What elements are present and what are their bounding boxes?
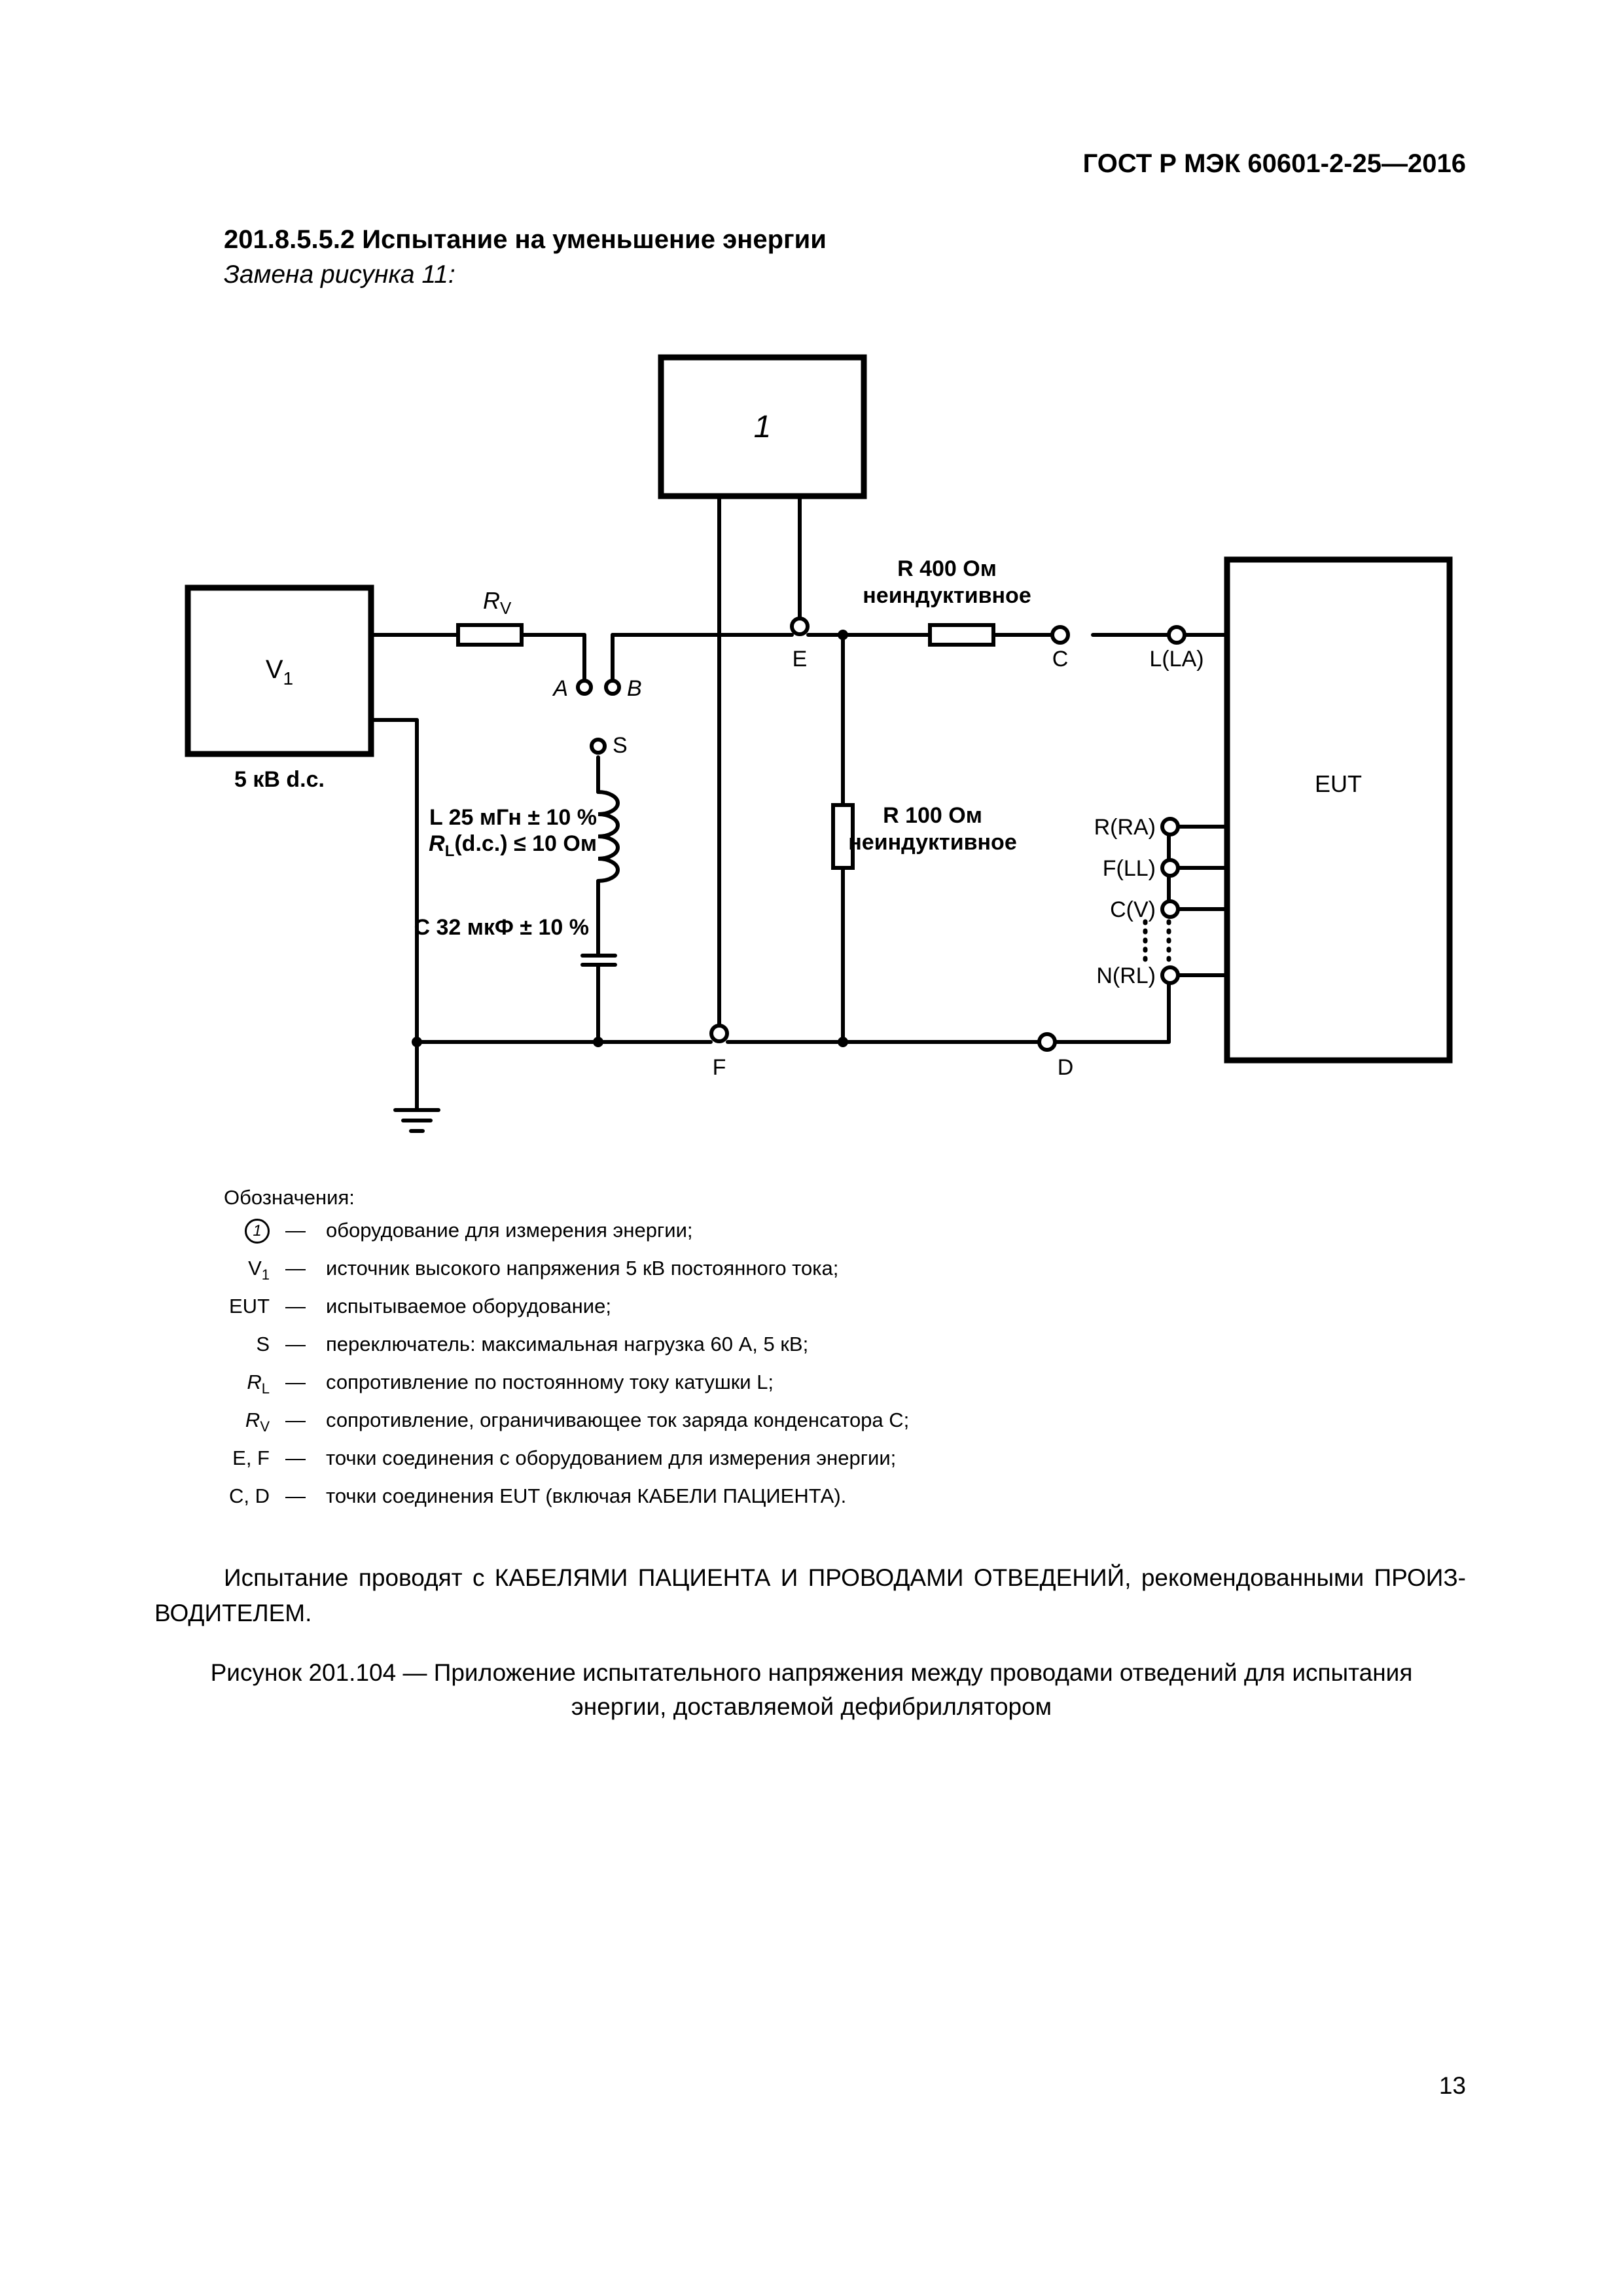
inductor-label-1: L 25 мГн ± 10 % <box>429 805 597 830</box>
terminal-d <box>1037 1032 1057 1052</box>
legend-item: RL — сопротивление по постоянному току кат… <box>0 1371 1623 1397</box>
terminal-rl <box>1160 965 1180 985</box>
section-subtitle: Замена рисунка 11: <box>224 260 455 289</box>
legend-text: сопротивление по постоянному току катушк… <box>326 1371 774 1393</box>
node-d-label: D <box>1058 1055 1074 1080</box>
r400-resistor <box>928 623 995 647</box>
legend-dash: — <box>285 1257 306 1280</box>
rv-resistor <box>456 623 524 647</box>
terminal-ll <box>1160 858 1180 878</box>
lead-v-label: C(V) <box>1110 897 1156 922</box>
r400-label-1: R 400 Ом <box>897 556 997 581</box>
lead-ra-label: R(RA) <box>1094 815 1156 840</box>
legend-symbol: S <box>256 1333 270 1355</box>
legend-dash: — <box>285 1371 306 1393</box>
junction-dot <box>593 1037 603 1047</box>
figure-caption-line-2: энергии, доставляемой дефибриллятором <box>571 1693 1052 1720</box>
switch-a-label: A <box>552 676 568 701</box>
node-e-label: E <box>793 647 808 672</box>
energy-meter-box <box>658 354 867 499</box>
legend-item: S — переключатель: максимальная нагрузка 6… <box>0 1333 1623 1359</box>
switch-b-label: B <box>627 676 642 701</box>
legend-dash: — <box>285 1408 306 1431</box>
legend-symbol: RL <box>247 1371 270 1397</box>
legend-symbol: C, D <box>229 1484 270 1507</box>
junction-dot <box>412 1037 422 1047</box>
terminal-la <box>1167 625 1186 645</box>
capacitor-label: C 32 мкФ ± 10 % <box>414 915 589 940</box>
eut-box <box>1224 556 1453 1064</box>
terminal-b <box>604 679 621 696</box>
switch-s-label: S <box>613 733 628 758</box>
box1-label: 1 <box>754 410 772 444</box>
legend-item: EUT — испытываемое оборудование; <box>0 1295 1623 1321</box>
node-c-label: C <box>1052 647 1069 672</box>
r400-label-2: неиндуктивное <box>863 583 1031 608</box>
legend-text: точки соединения с оборудованием для изм… <box>326 1446 897 1469</box>
junction-dot <box>838 630 848 640</box>
rv-label: RV <box>483 587 512 618</box>
terminal-c <box>1050 625 1070 645</box>
legend-text: точки соединения EUT (включая КАБЕЛИ ПАЦ… <box>326 1484 847 1507</box>
inductor-label-2: RL(d.c.) ≤ 10 Ом <box>429 831 597 860</box>
figure-caption: Рисунок 201.104 — Приложение испытательн… <box>157 1656 1466 1724</box>
lead-ll-label: F(LL) <box>1103 856 1156 881</box>
r100-label-1: R 100 Ом <box>883 803 982 828</box>
legend-text: источник высокого напряжения 5 кВ постоя… <box>326 1257 839 1280</box>
legend-dash: — <box>285 1484 306 1507</box>
legend-text: оборудование для измерения энергии; <box>326 1219 693 1242</box>
v1-label: V1 <box>266 655 293 689</box>
document-standard-id: ГОСТ Р МЭК 60601-2-25—2016 <box>1082 149 1466 178</box>
legend-dash: — <box>285 1219 306 1242</box>
v1-source-box <box>185 584 374 757</box>
terminal-f <box>709 1024 729 1043</box>
legend-dash: — <box>285 1333 306 1355</box>
body-paragraph: Испытание проводят с КАБЕЛЯМИ ПАЦИЕНТА И… <box>154 1564 1466 1626</box>
junction-dot <box>838 1037 848 1047</box>
legend-dash: — <box>285 1295 306 1318</box>
eut-label: EUT <box>1315 770 1362 797</box>
terminal-a <box>576 679 593 696</box>
terminal-e <box>790 617 810 636</box>
legend-symbol: RV <box>245 1408 270 1435</box>
legend-text: испытываемое оборудование; <box>326 1295 611 1318</box>
section-title: 201.8.5.5.2 Испытание на уменьшение энер… <box>224 225 827 254</box>
legend-dash: — <box>285 1446 306 1469</box>
circuit-diagram: 1 V1 5 кВ d.c. RV A B S L 25 мГн ± 10 % … <box>185 354 1453 1133</box>
figure-caption-line-1: Рисунок 201.104 — Приложение испытательн… <box>210 1659 1413 1686</box>
legend-item: C, D — точки соединения EUT (включая КАБЕЛ… <box>0 1484 1623 1511</box>
lead-la-label: L(LA) <box>1149 647 1204 672</box>
terminal-s <box>590 738 607 755</box>
legend-item: RV — сопротивление, ограничивающее ток зар… <box>0 1408 1623 1435</box>
legend-symbol: 1 <box>245 1219 270 1244</box>
legend-symbol: V1 <box>248 1257 270 1283</box>
terminal-v <box>1160 899 1180 919</box>
lead-rl-label: N(RL) <box>1096 963 1156 988</box>
node-f-label: F <box>713 1055 726 1080</box>
page-number: 13 <box>1438 2072 1466 2099</box>
legend-item: 1 — оборудование для измерения энергии; <box>0 1219 1623 1245</box>
inductor-coil <box>596 790 620 883</box>
legend-symbol: E, F <box>232 1446 270 1469</box>
r100-resistor <box>831 803 855 870</box>
legend-item: V1 — источник высокого напряжения 5 кВ пос… <box>0 1257 1623 1283</box>
legend-symbol: EUT <box>229 1295 270 1318</box>
legend-title: Обозначения: <box>224 1186 355 1209</box>
r100-label-2: неиндуктивное <box>848 830 1016 855</box>
legend-text: переключатель: максимальная нагрузка 60 … <box>326 1333 809 1355</box>
terminal-ra <box>1160 817 1180 836</box>
v1-caption: 5 кВ d.c. <box>234 767 325 792</box>
legend-item: E, F — точки соединения с оборудованием дл… <box>0 1446 1623 1473</box>
legend-text: сопротивление, ограничивающее ток заряда… <box>326 1408 910 1431</box>
